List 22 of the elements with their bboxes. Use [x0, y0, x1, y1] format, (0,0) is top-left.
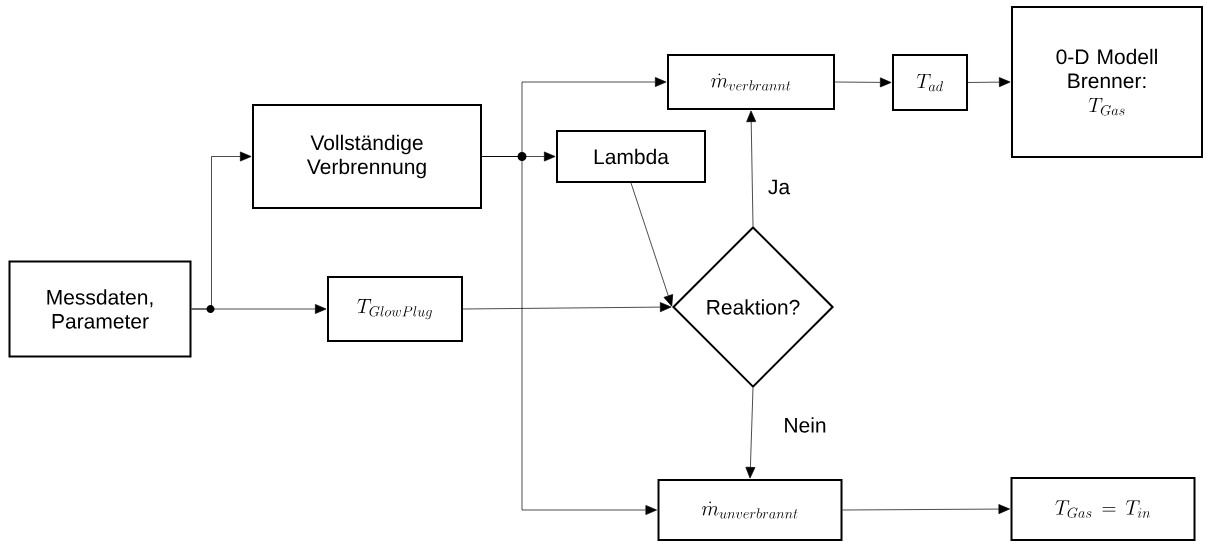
arrow [630, 182, 674, 307]
process-box: Lambda [556, 130, 706, 183]
process-box: $\dot{m}_{verbrannt}$ [667, 54, 835, 110]
arrow [481, 156, 657, 515]
process-box: $T_{ad}$ [892, 54, 968, 111]
process-box: Messdaten, Parameter [8, 260, 192, 358]
process-box: 0-D Modell Brenner: $T_{Gas}$ [1011, 6, 1203, 158]
arrow [842, 504, 1010, 514]
arrow [834, 77, 892, 88]
process-box: Vollständige Verbrennung [252, 104, 482, 209]
arrow [967, 77, 1011, 88]
process-box: $\dot{m}_{unverbrannt}$ [657, 479, 843, 541]
arrow [191, 304, 327, 314]
junction-dot [206, 305, 215, 313]
process-box: $T_{GlowPlug}$ [327, 276, 463, 342]
arrow [746, 110, 757, 227]
arrow [462, 302, 672, 313]
junction-dot [517, 152, 527, 161]
arrow [745, 387, 756, 479]
edge-label: Ja [766, 178, 792, 196]
process-box: $T_{Gas} = T_{in}$ [1010, 477, 1196, 541]
edge-label: Nein [782, 416, 828, 434]
